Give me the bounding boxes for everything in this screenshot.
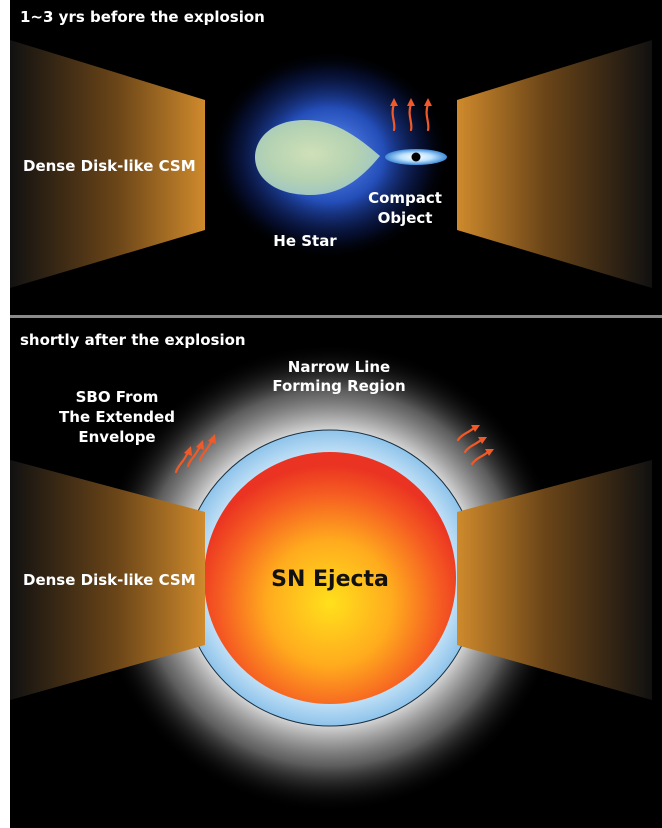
top-csm-left-block xyxy=(10,40,205,288)
sbo-arrow xyxy=(456,426,476,442)
narrow-line-label-2: Forming Region xyxy=(272,377,405,395)
outflow-arrowhead xyxy=(390,98,398,106)
sbo-label-3: Envelope xyxy=(78,428,155,446)
sbo-arrowhead xyxy=(184,446,192,456)
top-panel-title: 1~3 yrs before the explosion xyxy=(20,8,265,26)
outflow-arrow xyxy=(408,102,413,132)
outflow-arrow xyxy=(391,102,396,132)
top-csm-right-block xyxy=(457,40,652,288)
bottom-csm-right-front xyxy=(457,460,652,700)
sbo-label-1: SBO From xyxy=(76,388,159,406)
bottom-csm-left-front xyxy=(10,460,205,700)
outflow-arrowhead xyxy=(407,98,415,106)
he-star-label: He Star xyxy=(273,232,337,250)
sbo-arrowhead xyxy=(485,449,494,456)
bottom-panel-title: shortly after the explosion xyxy=(20,331,246,349)
sn-ejecta xyxy=(204,452,456,704)
compact-object-label-1: Compact xyxy=(368,189,442,207)
sbo-arrow xyxy=(198,438,214,462)
panel-divider xyxy=(10,315,662,318)
outflow-arrowhead xyxy=(424,98,432,106)
compact-object-label-2: Object xyxy=(378,209,433,227)
sn-ejecta-label: SN Ejecta xyxy=(271,567,389,592)
sbo-arrowhead xyxy=(471,425,480,432)
sbo-arrow xyxy=(470,450,490,466)
sbo-arrows-right xyxy=(456,425,494,466)
top-csm-label: Dense Disk-like CSM xyxy=(23,157,196,175)
he-star-body xyxy=(255,120,380,195)
sbo-label-2: The Extended xyxy=(59,408,175,426)
sbo-arrow xyxy=(463,438,483,454)
sbo-arrow xyxy=(174,450,190,474)
sbo-arrowhead xyxy=(196,440,204,450)
narrow-line-label-1: Narrow Line xyxy=(288,358,390,376)
compact-object-dot xyxy=(411,152,421,162)
sbo-arrowhead xyxy=(478,437,487,444)
sbo-arrowhead xyxy=(208,434,216,444)
sbo-arrow xyxy=(186,444,202,468)
outflow-arrow xyxy=(425,102,430,132)
bottom-csm-label: Dense Disk-like CSM xyxy=(23,571,196,589)
top-outflow-arrows xyxy=(390,98,432,132)
sbo-arrows-left xyxy=(174,434,216,474)
